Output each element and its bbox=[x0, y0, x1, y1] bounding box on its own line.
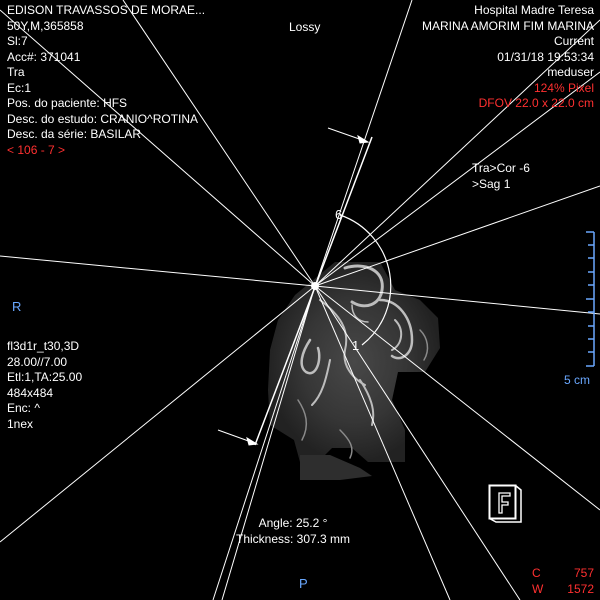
etl-ta: Etl:1,TA:25.00 bbox=[7, 370, 83, 384]
patient-name: EDISON TRAVASSOS DE MORAE... bbox=[7, 3, 206, 17]
plane-arrow-icon bbox=[217, 429, 259, 446]
window-width-label: W bbox=[532, 581, 544, 596]
window-width-value: 1572 bbox=[567, 581, 594, 596]
image-navigation[interactable]: < 106 - 7 > bbox=[7, 142, 66, 157]
image-plane: Tra bbox=[7, 65, 25, 79]
scale-bar bbox=[586, 231, 595, 367]
slice-number: Sl:7 bbox=[7, 34, 28, 48]
encoding: Enc: ^ bbox=[7, 401, 40, 415]
cross-reference-info: Tra>Cor -6 >Sag 1 bbox=[472, 161, 530, 192]
window-level-panel[interactable]: C 757 W 1572 bbox=[532, 566, 594, 597]
cross-ref-sagittal: >Sag 1 bbox=[472, 176, 511, 191]
angle-marker-six: 6 bbox=[335, 207, 343, 222]
hospital-name: Hospital Madre Teresa bbox=[474, 3, 594, 17]
study-description: Desc. do estudo: CRANIO^ROTINA bbox=[7, 111, 199, 126]
institution-info-panel: Hospital Madre Teresa MARINA AMORIM FIM … bbox=[422, 3, 594, 112]
study-datetime: 01/31/18 19:53:34 bbox=[497, 49, 594, 64]
center-point[interactable] bbox=[311, 282, 319, 290]
series-description: Desc. da série: BASILAR bbox=[7, 127, 142, 141]
scale-bar-label: 5 cm bbox=[563, 373, 590, 387]
echo-number: Ec:1 bbox=[7, 80, 32, 95]
matrix-size: 484x484 bbox=[7, 385, 54, 400]
angle-value: Angle: 25.2 ° bbox=[258, 516, 328, 530]
thickness-value: Thickness: 307.3 mm bbox=[236, 531, 351, 546]
cut-plane-line[interactable] bbox=[254, 136, 373, 446]
orientation-cube-icon[interactable] bbox=[488, 484, 524, 524]
acquisition-info-panel: fl3d1r_t30,3D 28.00//7.00 Etl:1,TA:25.00… bbox=[7, 339, 82, 432]
image-status: Current bbox=[553, 34, 594, 48]
zoom-level: 124% Pixel bbox=[533, 80, 594, 95]
patient-info-panel: EDISON TRAVASSOS DE MORAE... 50Y,M,36585… bbox=[7, 3, 205, 158]
cross-ref-coronal: Tra>Cor -6 bbox=[472, 161, 530, 175]
orientation-label-posterior: P bbox=[299, 576, 308, 591]
patient-demographics: 50Y,M,365858 bbox=[7, 18, 84, 33]
measurement-readout: Angle: 25.2 ° Thickness: 307.3 mm bbox=[236, 516, 350, 547]
nex: 1nex bbox=[7, 416, 34, 431]
patient-position: Pos. do paciente: HFS bbox=[7, 96, 128, 110]
tr-te: 28.00//7.00 bbox=[7, 354, 68, 369]
user-name: meduser bbox=[547, 65, 594, 79]
window-center-value: 757 bbox=[573, 566, 594, 580]
orientation-label-right: R bbox=[12, 299, 22, 314]
compression-label: Lossy bbox=[289, 20, 321, 34]
plane-arrow-icon bbox=[327, 127, 370, 144]
angle-marker-one: 1 bbox=[352, 338, 360, 353]
sequence-name: fl3d1r_t30,3D bbox=[7, 339, 80, 353]
physician-name: MARINA AMORIM FIM MARINA bbox=[421, 18, 594, 33]
angle-arc[interactable] bbox=[339, 214, 392, 346]
window-center-label: C bbox=[532, 566, 541, 580]
display-fov: DFOV 22.0 x 22.0 cm bbox=[478, 96, 594, 110]
accession-number: Acc#: 371041 bbox=[7, 49, 81, 64]
vessel-volume bbox=[268, 262, 440, 480]
